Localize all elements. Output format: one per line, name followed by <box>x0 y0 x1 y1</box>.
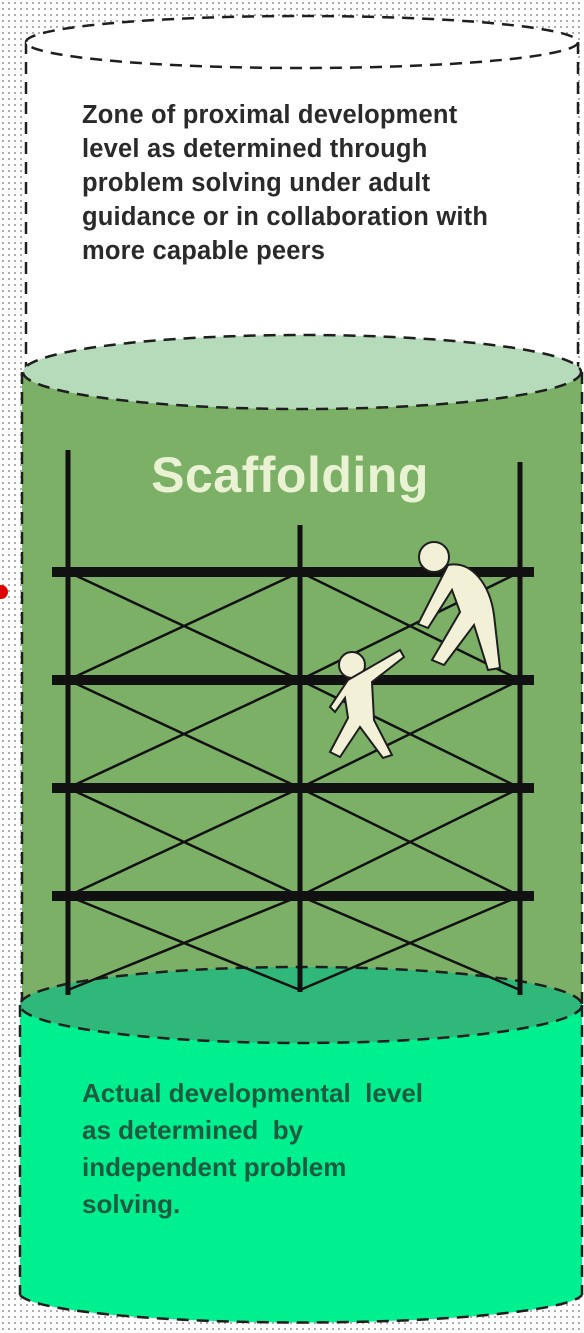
zone-description: Zone of proximal development level as de… <box>82 98 562 268</box>
zone-line: more capable peers <box>82 234 562 268</box>
actual-line: as determined by <box>82 1112 552 1149</box>
actual-level-description: Actual developmental level as determined… <box>82 1075 552 1223</box>
zone-line: problem solving under adult <box>82 166 562 200</box>
actual-line: independent problem <box>82 1149 552 1186</box>
zone-cylinder-top <box>26 16 578 68</box>
zone-line: guidance or in collaboration with <box>82 200 562 234</box>
actual-line: Actual developmental level <box>82 1075 552 1112</box>
scaffold-cylinder-top <box>23 335 581 409</box>
zone-line: Zone of proximal development <box>82 98 562 132</box>
zone-line: level as determined through <box>82 132 562 166</box>
scaffolding-title: Scaffolding <box>100 446 480 504</box>
actual-line: solving. <box>82 1186 552 1223</box>
